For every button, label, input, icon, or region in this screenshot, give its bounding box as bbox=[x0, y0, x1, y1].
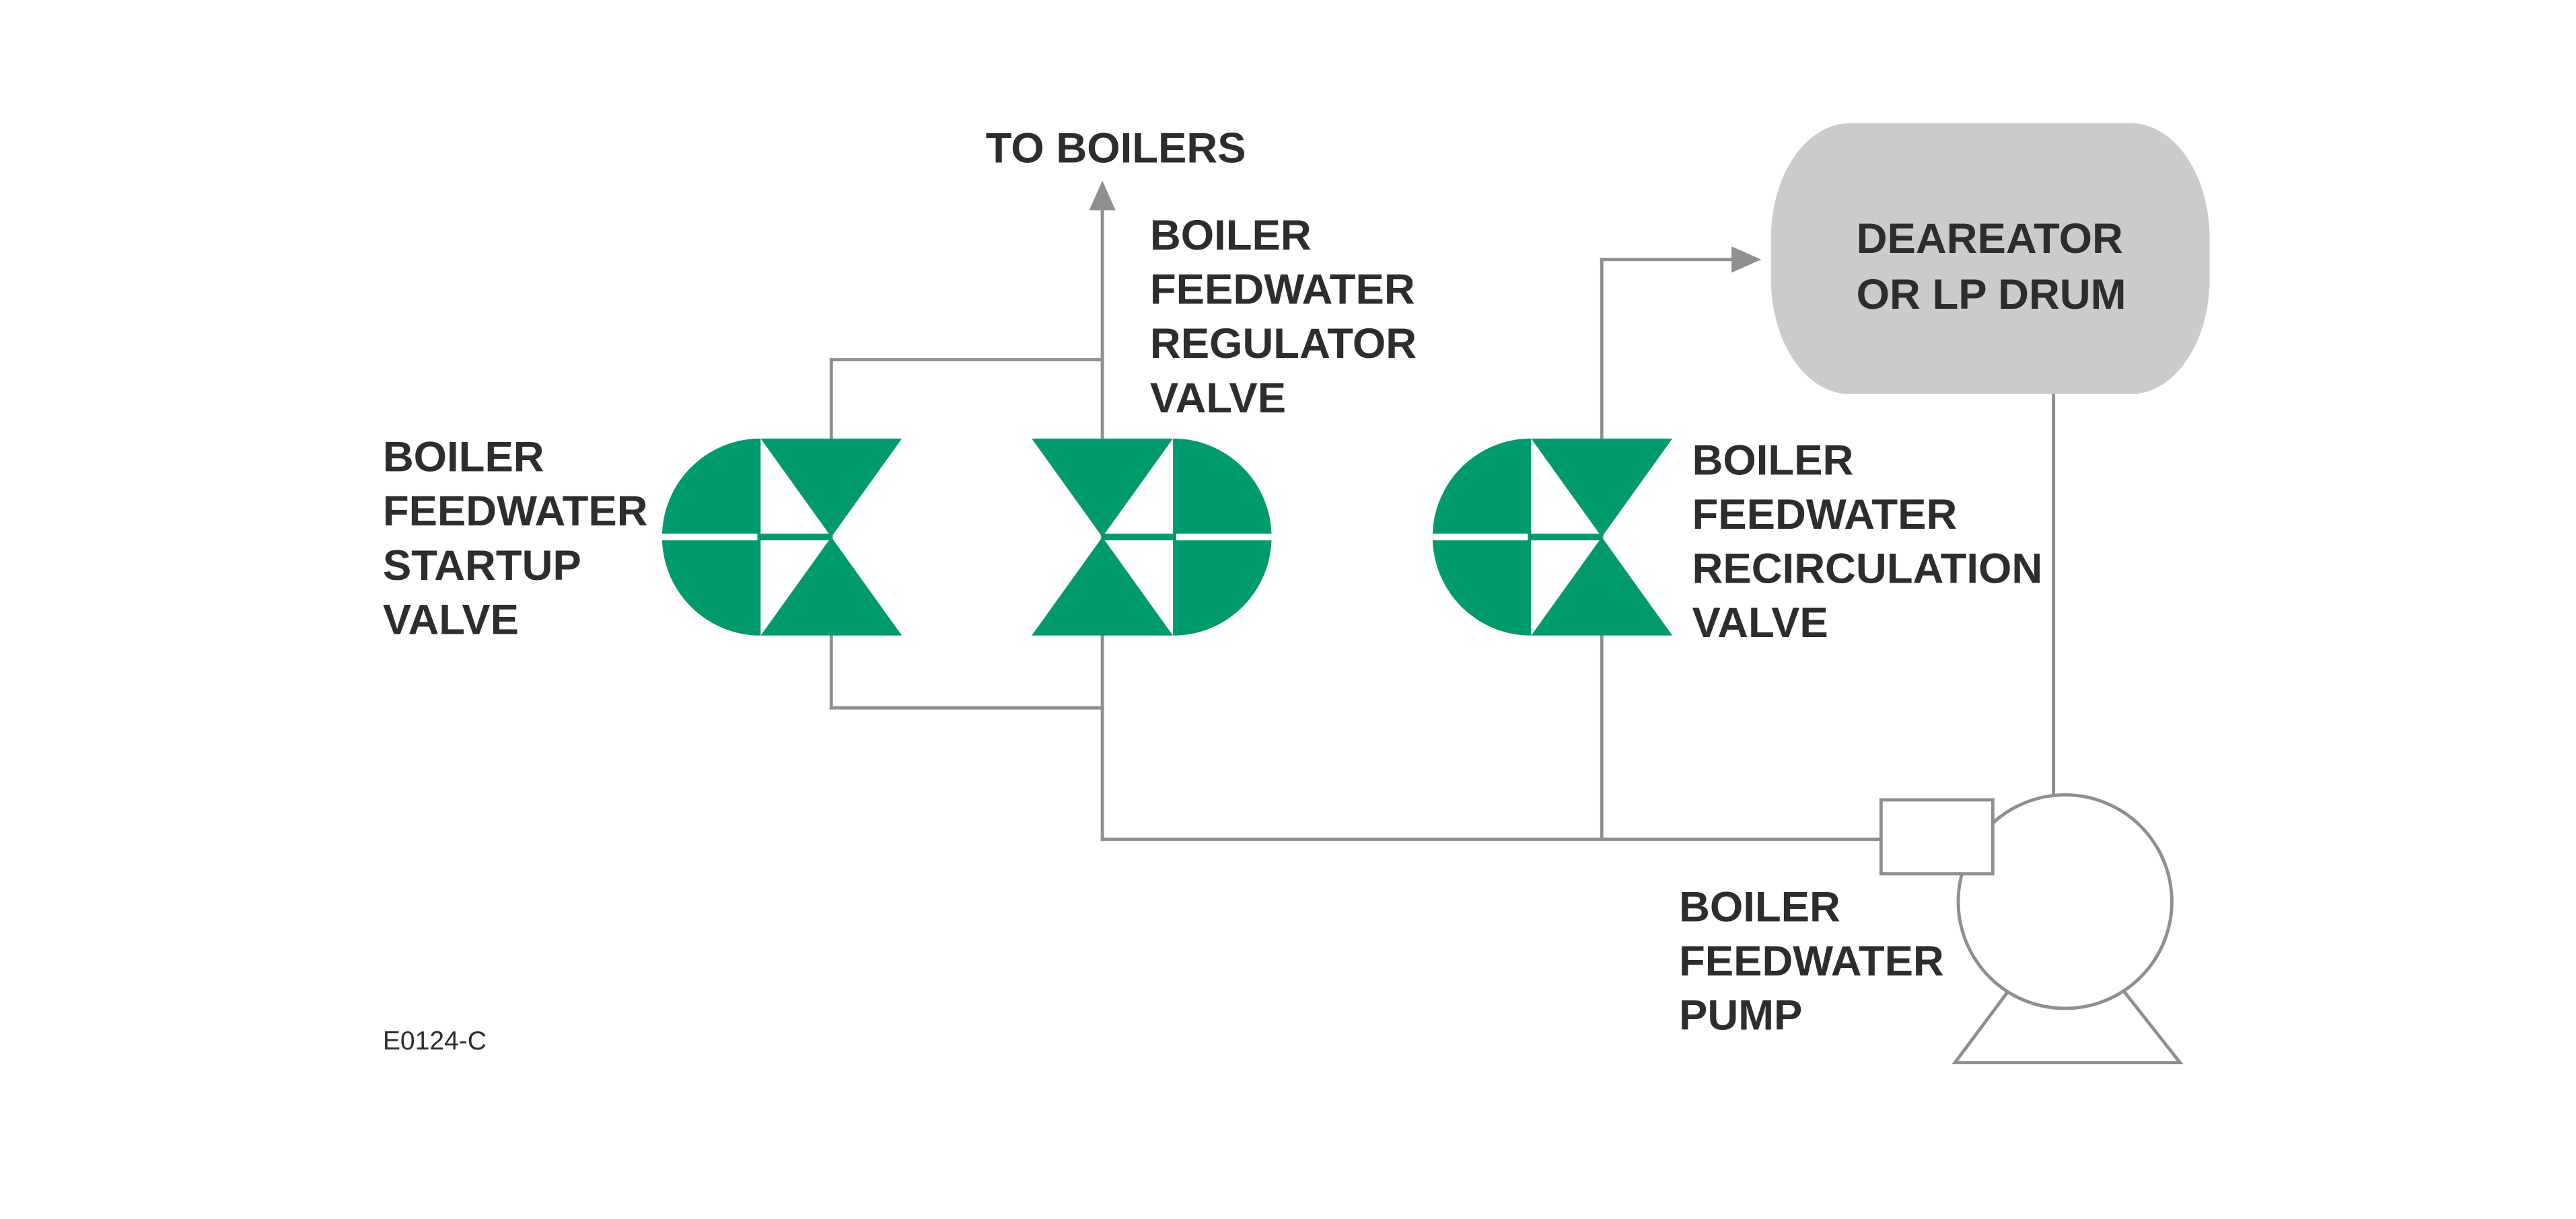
valve-body-top bbox=[1531, 438, 1673, 538]
valve-body-bottom bbox=[1032, 537, 1174, 636]
pump-casing bbox=[1956, 793, 2174, 1010]
pump-inlet-box bbox=[1879, 798, 1995, 876]
flow-arrow-right-icon bbox=[1731, 246, 1762, 273]
valve-stem bbox=[1102, 533, 1176, 541]
recirculation-valve-label: BOILER FEEDWATER RECIRCULATION VALVE bbox=[1692, 435, 2043, 647]
deaerator-drum: DEAREATOR OR LP DRUM bbox=[1770, 123, 2210, 394]
valve-actuator-slit bbox=[1176, 533, 1272, 541]
pipe-pump-discharge bbox=[1100, 838, 1886, 841]
valve-body-top bbox=[1032, 438, 1174, 538]
pipe-drum-to-pump bbox=[2052, 385, 2056, 813]
pump-icon bbox=[1879, 793, 2184, 1064]
pump-label: BOILER FEEDWATER PUMP bbox=[1679, 881, 1944, 1040]
pipe-bypass-bottom bbox=[829, 706, 1104, 710]
valve-body-top bbox=[760, 438, 902, 538]
to-boilers-label: TO BOILERS bbox=[985, 123, 1246, 173]
valve-actuator-slit bbox=[1432, 533, 1528, 541]
pipe-recirculation-top bbox=[1600, 258, 1738, 262]
control-valve-startup-icon bbox=[661, 438, 902, 636]
regulator-valve-label: BOILER FEEDWATER REGULATOR VALVE bbox=[1149, 210, 1417, 422]
flow-arrow-up-icon bbox=[1089, 180, 1116, 211]
valve-body-bottom bbox=[1531, 537, 1673, 636]
control-valve-recirculation-icon bbox=[1432, 438, 1673, 636]
valve-actuator-slit bbox=[661, 533, 758, 541]
pipe-bypass-top bbox=[829, 358, 1104, 362]
deaerator-drum-label: DEAREATOR OR LP DRUM bbox=[1856, 213, 2126, 319]
control-valve-regulator-icon bbox=[1032, 438, 1272, 636]
drawing-number: E0124-C bbox=[382, 1028, 487, 1056]
valve-body-bottom bbox=[760, 537, 902, 636]
startup-valve-label: BOILER FEEDWATER STARTUP VALVE bbox=[382, 432, 648, 644]
valve-stem bbox=[1528, 533, 1602, 541]
valve-stem bbox=[757, 533, 832, 541]
